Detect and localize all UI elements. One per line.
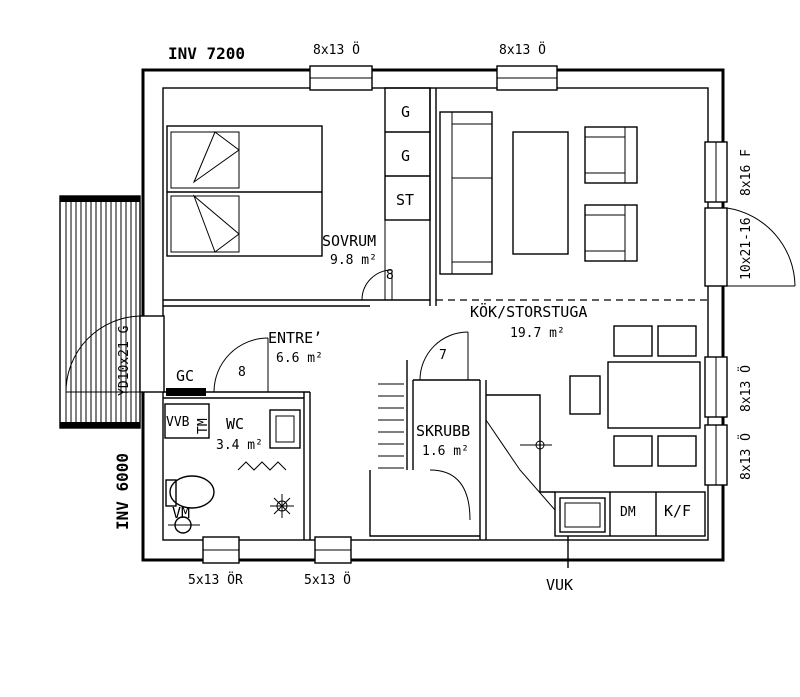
window-label-right-mid: 8x13 Ö bbox=[737, 365, 754, 412]
wardrobe-label-3: ST bbox=[396, 191, 414, 209]
room-name-wc: WC bbox=[226, 415, 244, 433]
window-right-top bbox=[704, 141, 728, 203]
armchair-1 bbox=[584, 126, 638, 184]
window-bottom-left bbox=[202, 536, 240, 564]
window-label-right-top: 8x16 F bbox=[739, 149, 754, 196]
room-name-sovrum: SOVRUM bbox=[322, 232, 376, 250]
width-dimension-label: INV 7200 bbox=[168, 44, 245, 63]
door-wc bbox=[213, 337, 269, 393]
wc-fixtures bbox=[164, 403, 301, 534]
door-label-sovrum: 8 bbox=[386, 268, 394, 283]
armchair-2 bbox=[584, 204, 638, 262]
window-right-bottom bbox=[704, 424, 728, 486]
room-area-entre: 6.6 m² bbox=[276, 351, 323, 366]
window-label-bottom-left: 5x13 ÖR bbox=[188, 571, 243, 588]
wardrobe-label-1: G bbox=[401, 103, 410, 121]
room-area-skrubb: 1.6 m² bbox=[422, 444, 469, 459]
door-sovrum bbox=[361, 269, 393, 301]
room-name-skrubb: SKRUBB bbox=[416, 422, 470, 440]
door-label-left: YD10x21 G bbox=[117, 325, 132, 396]
dining-set bbox=[569, 325, 701, 467]
room-area-sovrum: 9.8 m² bbox=[330, 253, 377, 268]
dm-label: DM bbox=[620, 505, 636, 520]
door-skrubb bbox=[419, 331, 469, 381]
door-label-wc: 8 bbox=[238, 365, 246, 380]
wardrobes bbox=[384, 87, 431, 300]
window-label-right-bottom: 8x13 Ö bbox=[737, 433, 754, 480]
kf-label: K/F bbox=[664, 502, 691, 520]
terrace-deck bbox=[59, 195, 141, 429]
interior-walls bbox=[163, 88, 708, 540]
window-right-mid bbox=[704, 356, 728, 418]
window-label-top-right: 8x13 Ö bbox=[499, 41, 546, 58]
height-dimension-label: INV 6000 bbox=[113, 453, 132, 530]
window-label-bottom-mid: 5x13 Ö bbox=[304, 571, 351, 588]
room-name-entre: ENTRE’ bbox=[268, 329, 322, 347]
door-label-skrubb: 7 bbox=[439, 348, 447, 363]
kitchen-counter bbox=[554, 491, 706, 568]
vm-label: VM bbox=[172, 504, 190, 522]
staircase bbox=[369, 383, 556, 537]
window-bottom-mid bbox=[314, 536, 352, 564]
room-area-wc: 3.4 m² bbox=[216, 438, 263, 453]
room-area-kok: 19.7 m² bbox=[510, 326, 565, 341]
double-bed bbox=[166, 125, 323, 257]
room-name-kok: KÖK/STORSTUGA bbox=[470, 302, 587, 321]
gc-unit bbox=[166, 388, 206, 396]
wardrobe-label-2: G bbox=[401, 147, 410, 165]
door-right-exterior bbox=[704, 207, 796, 287]
vvb-label: VVB bbox=[166, 415, 190, 430]
window-top-right bbox=[496, 65, 558, 91]
gc-label: GC bbox=[176, 367, 194, 385]
sofa bbox=[439, 111, 493, 275]
window-label-top-left: 8x13 Ö bbox=[313, 41, 360, 58]
tm-label: TM bbox=[196, 418, 211, 434]
coffee-table bbox=[512, 131, 569, 255]
window-top-left bbox=[309, 65, 373, 91]
vuk-label: VUK bbox=[546, 576, 573, 594]
door-label-right: 10x21-16 bbox=[739, 217, 754, 280]
door-left-exterior bbox=[65, 315, 165, 393]
